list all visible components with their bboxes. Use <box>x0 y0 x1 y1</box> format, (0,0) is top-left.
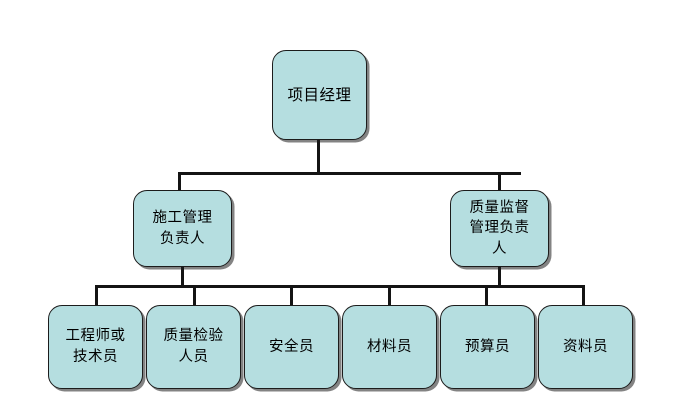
connector-root-stem <box>317 139 320 174</box>
node-label-project-manager: 项目经理 <box>287 85 352 104</box>
node-engineer-technician[interactable]: 工程师或 技术员 <box>48 305 143 389</box>
connector-drop-construction-manager <box>178 172 181 192</box>
connector-level3-bus <box>95 285 585 288</box>
connector-level2-bus <box>178 172 521 175</box>
node-label-budget-officer: 预算员 <box>465 338 510 355</box>
node-label-construction-manager: 施工管理 负责人 <box>152 209 213 247</box>
node-quality-supervision-manager[interactable]: 质量监督 管理负责 人 <box>450 190 549 267</box>
node-label-safety-officer: 安全员 <box>269 338 314 355</box>
connector-drop-quality-supervision-manager <box>498 172 501 192</box>
connector-stem-quality-supervision-manager <box>498 266 501 286</box>
node-material-clerk[interactable]: 材料员 <box>342 305 437 389</box>
node-document-clerk[interactable]: 资料员 <box>538 305 633 389</box>
node-label-quality-inspector: 质量检验 人员 <box>163 328 224 365</box>
node-label-material-clerk: 材料员 <box>367 338 412 355</box>
node-quality-inspector[interactable]: 质量检验 人员 <box>146 305 241 389</box>
node-budget-officer[interactable]: 预算员 <box>440 305 535 389</box>
connector-drop-document-clerk <box>582 285 585 307</box>
node-safety-officer[interactable]: 安全员 <box>244 305 339 389</box>
connector-drop-engineer-technician <box>95 285 98 307</box>
node-label-engineer-technician: 工程师或 技术员 <box>65 328 126 365</box>
node-construction-manager[interactable]: 施工管理 负责人 <box>133 190 232 267</box>
connector-drop-budget-officer <box>485 285 488 307</box>
node-label-quality-supervision-manager: 质量监督 管理负责 人 <box>469 199 530 257</box>
node-label-document-clerk: 资料员 <box>563 338 608 355</box>
node-project-manager[interactable]: 项目经理 <box>272 50 367 140</box>
connector-stem-construction-manager <box>181 266 184 286</box>
connector-drop-safety-officer <box>290 285 293 307</box>
connector-drop-material-clerk <box>388 285 391 307</box>
connector-drop-quality-inspector <box>193 285 196 307</box>
